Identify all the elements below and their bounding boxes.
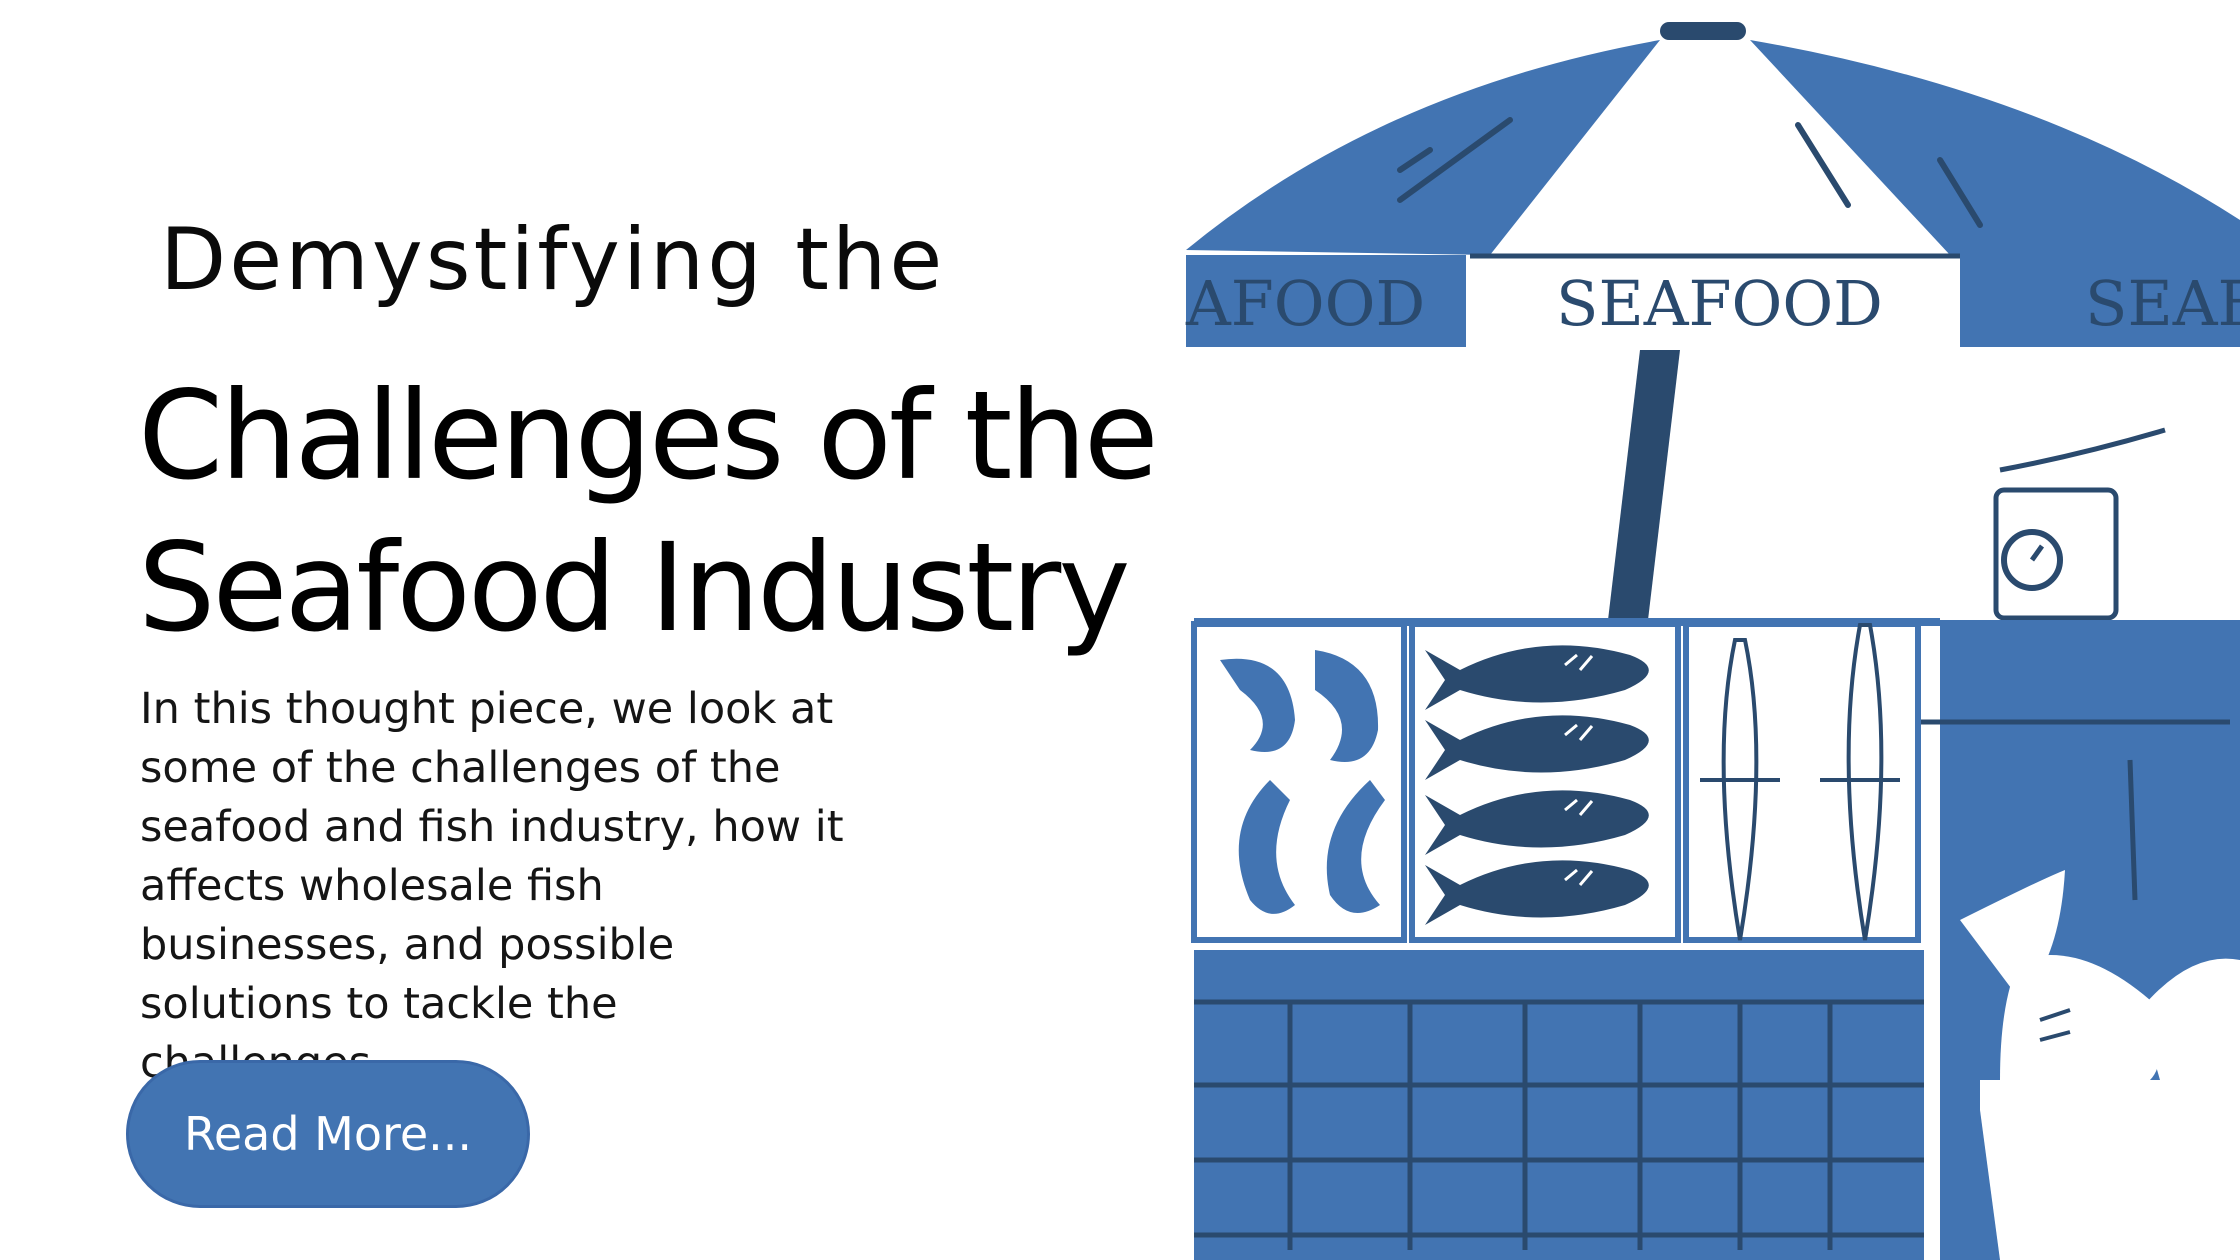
page-title: Challenges of the Seafood Industry <box>138 360 1159 664</box>
read-more-button[interactable]: Read More... <box>126 1060 530 1208</box>
counter-tiles <box>1194 999 1924 1250</box>
umbrella-center-text: SEAFOOD <box>1556 267 1883 340</box>
shrimp-icon <box>1220 650 1385 914</box>
shrimp-box <box>1191 621 1407 943</box>
umbrella-right-panel <box>1750 40 2240 255</box>
seafood-stall-illustration: AFOOD SEAFOOD SEAF <box>1185 22 2240 1260</box>
subtitle: Demystifying the <box>160 210 946 310</box>
umbrella-band-right <box>1960 255 2240 347</box>
umbrella-left-panel <box>1186 40 1660 255</box>
fish-icon <box>1425 645 1649 925</box>
umbrella-pole <box>1608 350 1680 620</box>
title-line-2: Seafood Industry <box>138 517 1131 659</box>
umbrella-top-cap <box>1660 22 1746 40</box>
squid-icon <box>1700 623 1900 941</box>
counter-base <box>1194 950 1924 1260</box>
scale-icon <box>1993 427 2166 621</box>
description: In this thought piece, we look at some o… <box>140 684 844 1088</box>
umbrella-left-text: AFOOD <box>1185 267 1425 340</box>
title-line-1: Challenges of the <box>138 365 1159 507</box>
umbrella-band-left <box>1186 255 1466 347</box>
umbrella-right-text: SEAF <box>2085 267 2240 340</box>
fish-bucket <box>1960 870 2240 1260</box>
